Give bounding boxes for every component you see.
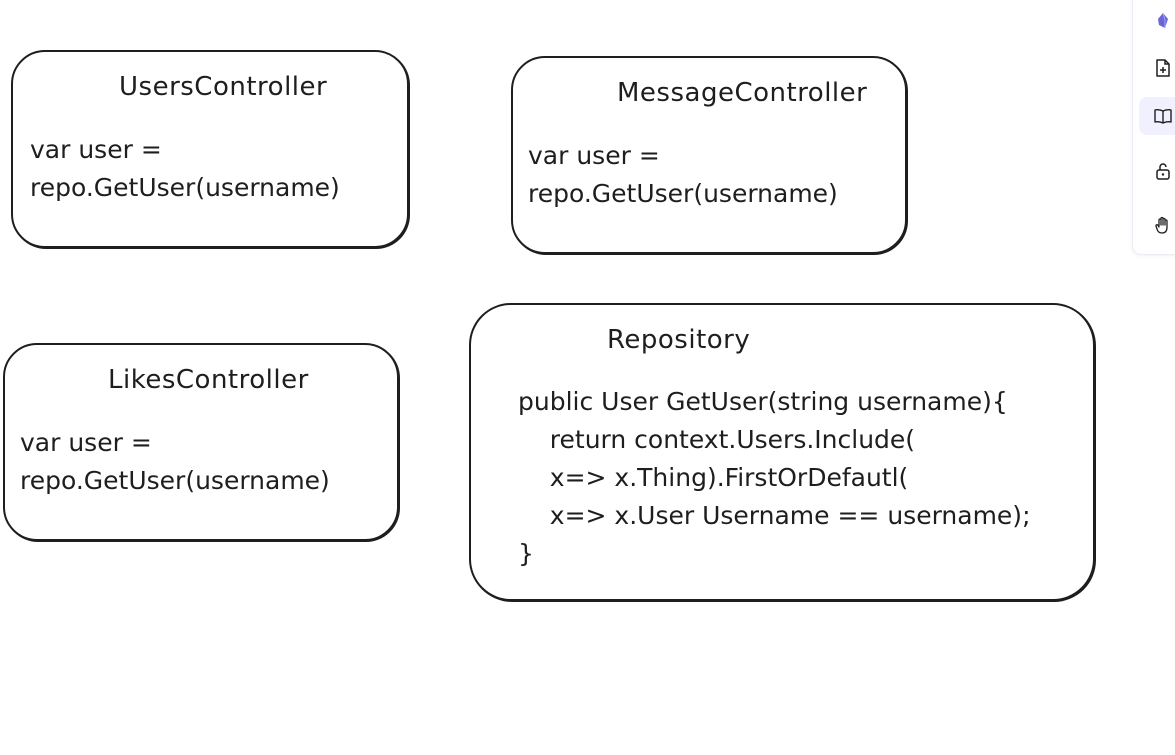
library-book-icon	[1154, 108, 1172, 124]
repository-title: Repository	[607, 325, 751, 355]
likes-controller-title: LikesController	[108, 365, 309, 395]
library-gem-button[interactable]	[1139, 2, 1175, 40]
hand-icon	[1155, 216, 1168, 234]
message-controller-box[interactable]: MessageController var user = repo.GetUse…	[511, 56, 907, 254]
repository-box[interactable]: Repository public User GetUser(string us…	[469, 303, 1095, 601]
add-file-button[interactable]	[1139, 49, 1175, 87]
side-toolbar	[1133, 0, 1175, 254]
likes-controller-code: var user = repo.GetUser(username)	[20, 428, 330, 495]
hand-tool-button[interactable]	[1139, 206, 1175, 244]
message-controller-title: MessageController	[617, 78, 868, 108]
users-controller-title: UsersController	[119, 72, 328, 102]
library-gem-icon	[1158, 12, 1168, 28]
unlock-icon	[1156, 163, 1170, 180]
unlock-button[interactable]	[1139, 152, 1175, 190]
likes-controller-box[interactable]: LikesController var user = repo.GetUser(…	[3, 343, 399, 541]
repository-code: public User GetUser(string username){ re…	[518, 387, 1031, 568]
message-controller-code: var user = repo.GetUser(username)	[528, 141, 838, 208]
users-controller-box[interactable]: UsersController var user = repo.GetUser(…	[11, 50, 409, 248]
add-file-icon	[1156, 59, 1170, 77]
users-controller-code: var user = repo.GetUser(username)	[30, 135, 340, 202]
library-book-button[interactable]	[1139, 97, 1175, 135]
